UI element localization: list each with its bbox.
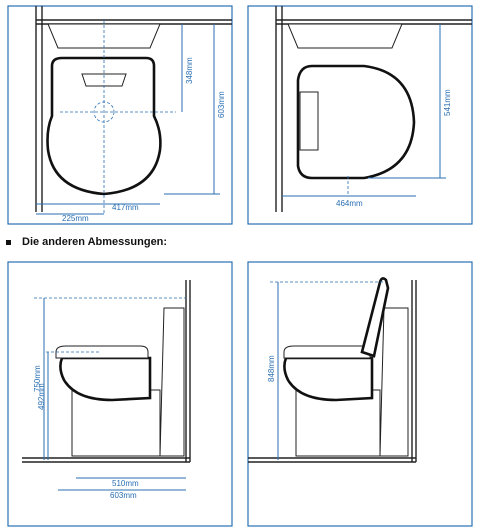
panel-frame bbox=[247, 261, 473, 527]
dim-label-510: 510mm bbox=[112, 479, 139, 488]
cassette-tank bbox=[287, 23, 403, 49]
bullet-icon bbox=[6, 240, 11, 245]
tank-side bbox=[159, 307, 185, 457]
seat-handle bbox=[299, 91, 319, 151]
dim-label-492: 492mm bbox=[37, 383, 46, 410]
panel-top-left: 348mm 603mm 417mm 225mm bbox=[7, 5, 233, 225]
dim-label-603: 603mm bbox=[110, 491, 137, 500]
panel-frame bbox=[7, 5, 233, 225]
dim-label-541: 541mm bbox=[443, 89, 452, 116]
wall-and-floor bbox=[22, 280, 191, 463]
seat-side bbox=[55, 345, 149, 359]
section-heading: Die anderen Abmessungen: bbox=[22, 236, 168, 248]
dim-label-225: 225mm bbox=[62, 214, 89, 223]
wall-corner bbox=[275, 6, 472, 212]
panel-side-left: 750mm 492mm 510mm 603mm bbox=[7, 261, 233, 527]
bowl-side bbox=[59, 356, 152, 402]
seat-side bbox=[283, 345, 371, 359]
dim-label-750: 750mm bbox=[33, 365, 42, 392]
panel-top-right: 541mm 464mm bbox=[247, 5, 473, 225]
toilet-seat-outline bbox=[296, 64, 416, 180]
wall-and-floor bbox=[248, 280, 417, 463]
dim-label-464: 464mm bbox=[336, 199, 363, 208]
dim-label-417: 417mm bbox=[112, 203, 139, 212]
open-lid bbox=[360, 277, 390, 358]
bowl-side bbox=[283, 356, 374, 402]
panel-frame bbox=[247, 5, 473, 225]
panel-side-right: 848mm bbox=[247, 261, 473, 527]
tank-side bbox=[379, 307, 409, 457]
dim-label-603: 603mm bbox=[217, 91, 226, 118]
dim-label-348: 348mm bbox=[185, 57, 194, 84]
panel-frame bbox=[7, 261, 233, 527]
wall-corner bbox=[35, 6, 232, 212]
dim-label-848: 848mm bbox=[267, 355, 276, 382]
